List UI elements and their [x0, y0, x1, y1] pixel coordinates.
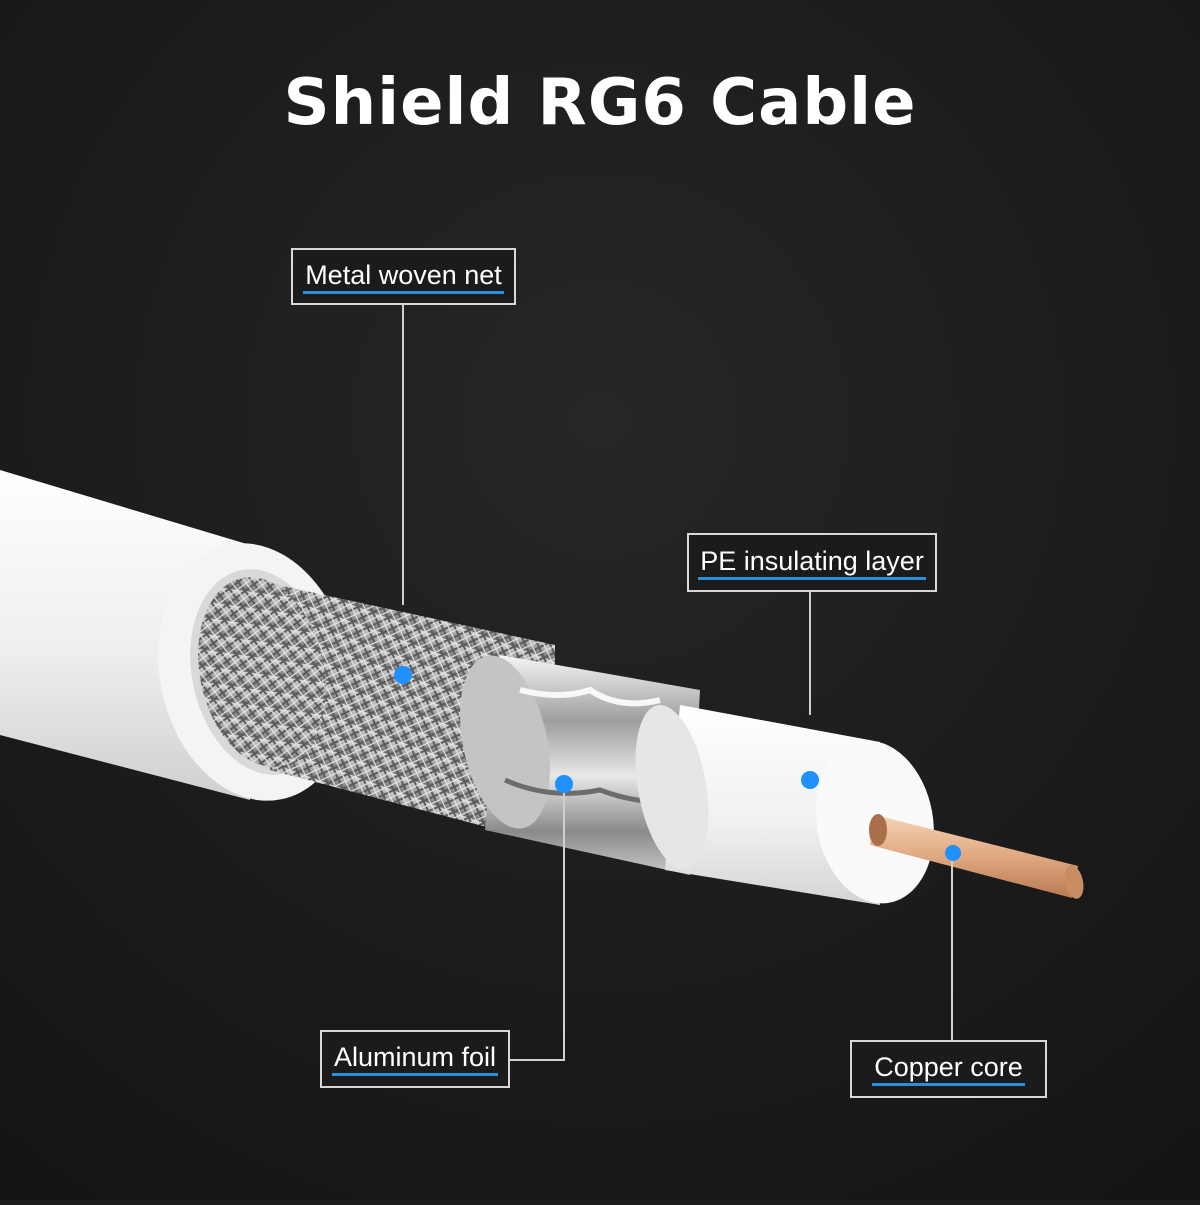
label-copper-core: Copper core: [850, 1040, 1047, 1098]
label-pe-insulating-layer: PE insulating layer: [687, 533, 937, 592]
marker-dot-foil: [555, 775, 573, 793]
marker-dots: [394, 666, 961, 861]
label-aluminum-foil: Aluminum foil: [320, 1030, 510, 1088]
marker-dot-net: [394, 666, 412, 684]
label-text: PE insulating layer: [698, 546, 926, 580]
marker-dot-pe: [801, 771, 819, 789]
label-text: Copper core: [872, 1052, 1025, 1086]
copper-core: [869, 814, 1084, 899]
leader-line-foil: [510, 790, 565, 1061]
label-metal-woven-net: Metal woven net: [291, 248, 516, 305]
label-text: Aluminum foil: [331, 1042, 499, 1076]
leader-lines: [402, 305, 953, 1061]
label-text: Metal woven net: [303, 260, 504, 294]
marker-dot-copper: [945, 845, 961, 861]
diagram-title: Shield RG6 Cable: [283, 66, 917, 140]
